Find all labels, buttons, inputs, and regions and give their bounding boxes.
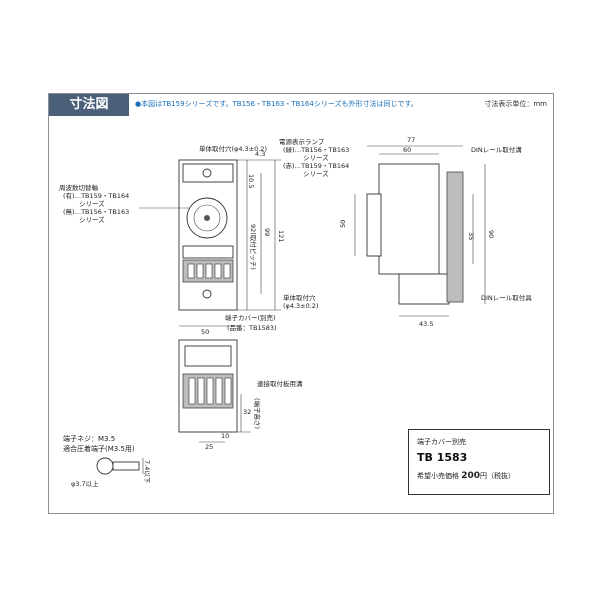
- dim-99: 99: [263, 228, 271, 236]
- mount-hole-top: [202, 168, 212, 178]
- front-view: 単体取付穴(φ4.3±0.2) 電源表示ランプ (緑)…TB156・TB163 …: [59, 137, 349, 336]
- terminal-5: [223, 263, 231, 279]
- side-lower-body: [398, 273, 450, 305]
- dim-43-5: 43.5: [419, 320, 433, 328]
- lamp-green-series: シリーズ: [303, 153, 329, 162]
- crimp-dia: φ3.7以上: [71, 479, 99, 488]
- lamp-green: (緑)…TB156・TB163: [283, 145, 349, 154]
- terminal-crimp: 適合圧着端子(M3.5用): [63, 445, 135, 453]
- timer-dial-center: [204, 215, 210, 221]
- dim-32: 32: [243, 408, 251, 416]
- cover-box-title: 端子カバー別売: [417, 438, 466, 446]
- freq-yes: (有)…TB159・TB164: [63, 191, 129, 200]
- side-body: [378, 163, 440, 275]
- crimp-terminal-barrel: [112, 461, 140, 471]
- cover-part: (品番：TB1583): [227, 324, 277, 332]
- freq-title: 周波数切替軸: [59, 183, 99, 192]
- lamp-red: (赤)…TB159・TB164: [283, 162, 349, 170]
- terminal-2: [196, 263, 204, 279]
- lamp-red-series: シリーズ: [303, 169, 329, 178]
- cover-box-price: 希望小売価格 200円（税抜）: [417, 471, 515, 481]
- dim-60: 60: [403, 146, 411, 154]
- bottom-view: 連接取付板用溝 32 (端子高さ) 10 25: [178, 339, 303, 451]
- dim-50-front: 50: [201, 328, 209, 336]
- dimension-drawing-frame: 寸法図 ●本図はTB159シリーズです。TB156・TB163・TB164シリー…: [48, 93, 554, 514]
- dim-10: 10: [221, 432, 229, 440]
- dim-50-side: 50: [339, 220, 347, 228]
- terminal-4: [214, 263, 222, 279]
- front-mid-panel: [182, 245, 234, 259]
- terminal-detail: φ3.7以上 7.4以下: [71, 457, 151, 488]
- crimp-width: 7.4以下: [143, 460, 151, 484]
- price-unit: 円（税抜）: [480, 472, 516, 480]
- cover-box-model: TB 1583: [417, 451, 468, 464]
- crimp-terminal-ring: [96, 457, 114, 475]
- mount-hole2-dim: (φ4.3±0.2): [283, 302, 318, 310]
- bottom-terminal-4: [215, 377, 223, 405]
- bottom-terminal-2: [197, 377, 205, 405]
- din-slot-label: DINレール取付溝: [471, 145, 522, 154]
- bottom-terminal-3: [206, 377, 214, 405]
- dim-121: 121: [277, 230, 285, 242]
- terminal-screw-note: 端子ネジ：M3.5 適合圧着端子(M3.5用): [63, 434, 135, 454]
- din-hook-label: DINレール取付具: [481, 293, 532, 302]
- price-value: 200: [461, 471, 481, 481]
- dim-90: 90: [487, 230, 495, 238]
- cover-label: 端子カバー(別売): [225, 313, 276, 322]
- cover-info-box: 端子カバー別売 TB 1583 希望小売価格 200円（税抜）: [408, 429, 550, 495]
- dim-77: 77: [407, 136, 415, 144]
- price-label: 希望小売価格: [417, 472, 459, 480]
- series-note: ●本図はTB159シリーズです。TB156・TB163・TB164シリーズも外形…: [135, 100, 418, 108]
- freq-yes-series: シリーズ: [79, 199, 105, 208]
- dim-10-5: 10.5: [247, 174, 255, 188]
- freq-no-series: シリーズ: [79, 215, 105, 224]
- bottom-terminal-5: [224, 377, 232, 405]
- dim-4-3: 4.3: [255, 150, 265, 158]
- side-view: 77 60 50 35 90 43.5 DINレール取付溝 DINレール取付具: [339, 136, 532, 328]
- unit-label: 寸法表示単位：mm: [484, 100, 547, 108]
- bottom-terminal-1: [188, 377, 196, 405]
- section-title: 寸法図: [49, 94, 129, 116]
- bottom-top-panel: [184, 345, 232, 367]
- side-front-protrusion: [366, 193, 382, 257]
- freq-no: (無)…TB156・TB163: [63, 207, 129, 216]
- din-rail: [446, 171, 464, 303]
- mount-hole2-label: 単体取付穴: [283, 293, 316, 302]
- mount-hole-bottom: [202, 289, 212, 299]
- technical-drawing: 単体取付穴(φ4.3±0.2) 電源表示ランプ (緑)…TB156・TB163 …: [59, 136, 532, 488]
- screw-slot-label: 連接取付板用溝: [257, 379, 303, 388]
- terminal-height-label: (端子高さ): [253, 398, 262, 429]
- timer-dial-inner: [193, 204, 221, 232]
- dim-pitch: 92(取付ピッチ): [249, 224, 258, 270]
- dim-35: 35: [467, 232, 475, 240]
- terminal-1: [187, 263, 195, 279]
- dim-25: 25: [205, 443, 213, 451]
- lamp-title: 電源表示ランプ: [279, 137, 325, 146]
- mount-hole-label: 単体取付穴(φ4.3±0.2): [199, 144, 267, 153]
- terminal-3: [205, 263, 213, 279]
- terminal-screw: 端子ネジ：M3.5: [63, 435, 116, 443]
